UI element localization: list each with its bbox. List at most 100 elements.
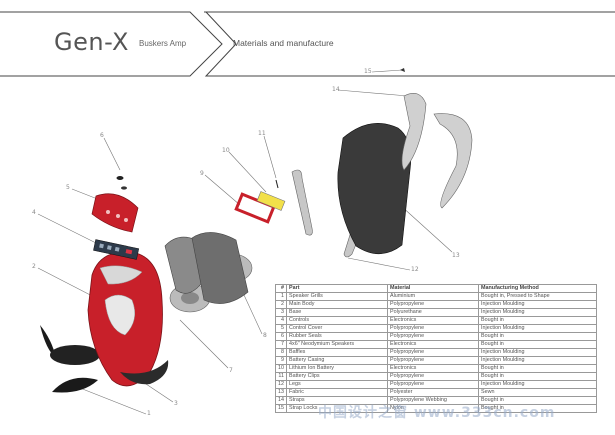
cell-method: Bought in xyxy=(478,404,597,413)
control-cover-shape xyxy=(91,193,139,233)
cell-part: Speaker Grills xyxy=(286,292,388,301)
col-material-header: Material xyxy=(387,284,479,293)
col-part-header: Part xyxy=(286,284,388,293)
rubber-seal-shape xyxy=(116,176,124,180)
callout-6: 6 xyxy=(100,132,104,139)
callout-3: 3 xyxy=(174,400,178,407)
speaker-grill-shape xyxy=(52,377,98,393)
cell-material: Polyester xyxy=(387,388,479,397)
cell-method: Injection Moulding xyxy=(478,324,597,333)
cell-part: Rubber Seals xyxy=(286,332,388,341)
strap-shape xyxy=(401,93,427,171)
page-title: Gen-X xyxy=(54,28,129,56)
callout-7: 7 xyxy=(229,367,233,374)
cell-method: Injection Moulding xyxy=(478,380,597,389)
callout-10: 10 xyxy=(222,147,230,154)
cell-part: Main Body xyxy=(286,300,388,309)
callout-13: 13 xyxy=(452,252,460,259)
cell-num: 14 xyxy=(275,396,287,405)
cell-num: 6 xyxy=(275,332,287,341)
header-frame xyxy=(0,11,615,77)
cell-material: Polypropylene xyxy=(387,324,479,333)
cell-num: 2 xyxy=(275,300,287,309)
cell-part: Battery Casing xyxy=(286,356,388,365)
strap-lock-shape xyxy=(400,68,405,72)
cell-part: Fabric xyxy=(286,388,388,397)
watermark: 中国设计之窗 www.333cn.com xyxy=(318,405,556,421)
baffle-shape xyxy=(191,232,249,304)
cell-material: Polypropylene xyxy=(387,372,479,381)
cell-num: 1 xyxy=(275,292,287,301)
cell-num: 4 xyxy=(275,316,287,325)
cell-method: Bought in xyxy=(478,316,597,325)
cell-part: Base xyxy=(286,308,388,317)
cell-method: Injection Moulding xyxy=(478,356,597,365)
speaker-grill-shape xyxy=(50,345,100,365)
cell-num: 7 xyxy=(275,340,287,349)
cell-method: Sewn xyxy=(478,388,597,397)
callout-11: 11 xyxy=(258,130,266,137)
cell-part: Baffles xyxy=(286,348,388,357)
callout-8: 8 xyxy=(263,332,267,339)
cell-method: Bought in xyxy=(478,332,597,341)
cell-method: Injection Moulding xyxy=(478,300,597,309)
callout-9: 9 xyxy=(200,170,204,177)
cell-part: Battery Clips xyxy=(286,372,388,381)
section-title: Materials and manufacture xyxy=(233,38,334,48)
callout-2: 2 xyxy=(32,263,36,270)
cell-material: Polypropylene xyxy=(387,332,479,341)
cell-material: Electronics xyxy=(387,316,479,325)
cell-method: Bought in xyxy=(478,372,597,381)
table-header-row: # Part Material Manufacturing Method xyxy=(275,284,597,293)
cell-num: 8 xyxy=(275,348,287,357)
cell-method: Injection Moulding xyxy=(478,308,597,317)
cell-part: Controls xyxy=(286,316,388,325)
cell-material: Aluminium xyxy=(387,292,479,301)
callout-14: 14 xyxy=(332,86,340,93)
cell-part: Control Cover xyxy=(286,324,388,333)
battery-clip-shape xyxy=(275,179,279,189)
cell-material: Polyurethane xyxy=(387,308,479,317)
leg-shape xyxy=(291,169,313,236)
cell-num: 9 xyxy=(275,356,287,365)
callout-4: 4 xyxy=(32,209,36,216)
cell-num: 13 xyxy=(275,388,287,397)
cell-material: Electronics xyxy=(387,364,479,373)
col-method-header: Manufacturing Method xyxy=(478,284,597,293)
base-shape xyxy=(120,360,169,385)
cell-num: 12 xyxy=(275,380,287,389)
cell-part: Lithium Ion Battery xyxy=(286,364,388,373)
cell-part: 4x6" Neodymium Speakers xyxy=(286,340,388,349)
cell-num: 15 xyxy=(275,404,287,413)
battery-shape xyxy=(256,191,286,211)
rubber-seal-shape xyxy=(121,186,127,190)
cell-material: Polypropylene xyxy=(387,356,479,365)
cell-num: 10 xyxy=(275,364,287,373)
main-body-highlight xyxy=(99,265,143,285)
fabric-shape xyxy=(337,123,412,255)
speaker-grill-shape xyxy=(40,325,56,358)
main-body-highlight xyxy=(104,294,136,336)
callout-1: 1 xyxy=(147,410,151,417)
cell-part: Legs xyxy=(286,380,388,389)
cell-num: 11 xyxy=(275,372,287,381)
cell-material: Polypropylene xyxy=(387,380,479,389)
callout-15: 15 xyxy=(364,68,372,75)
cell-material: Electronics xyxy=(387,340,479,349)
